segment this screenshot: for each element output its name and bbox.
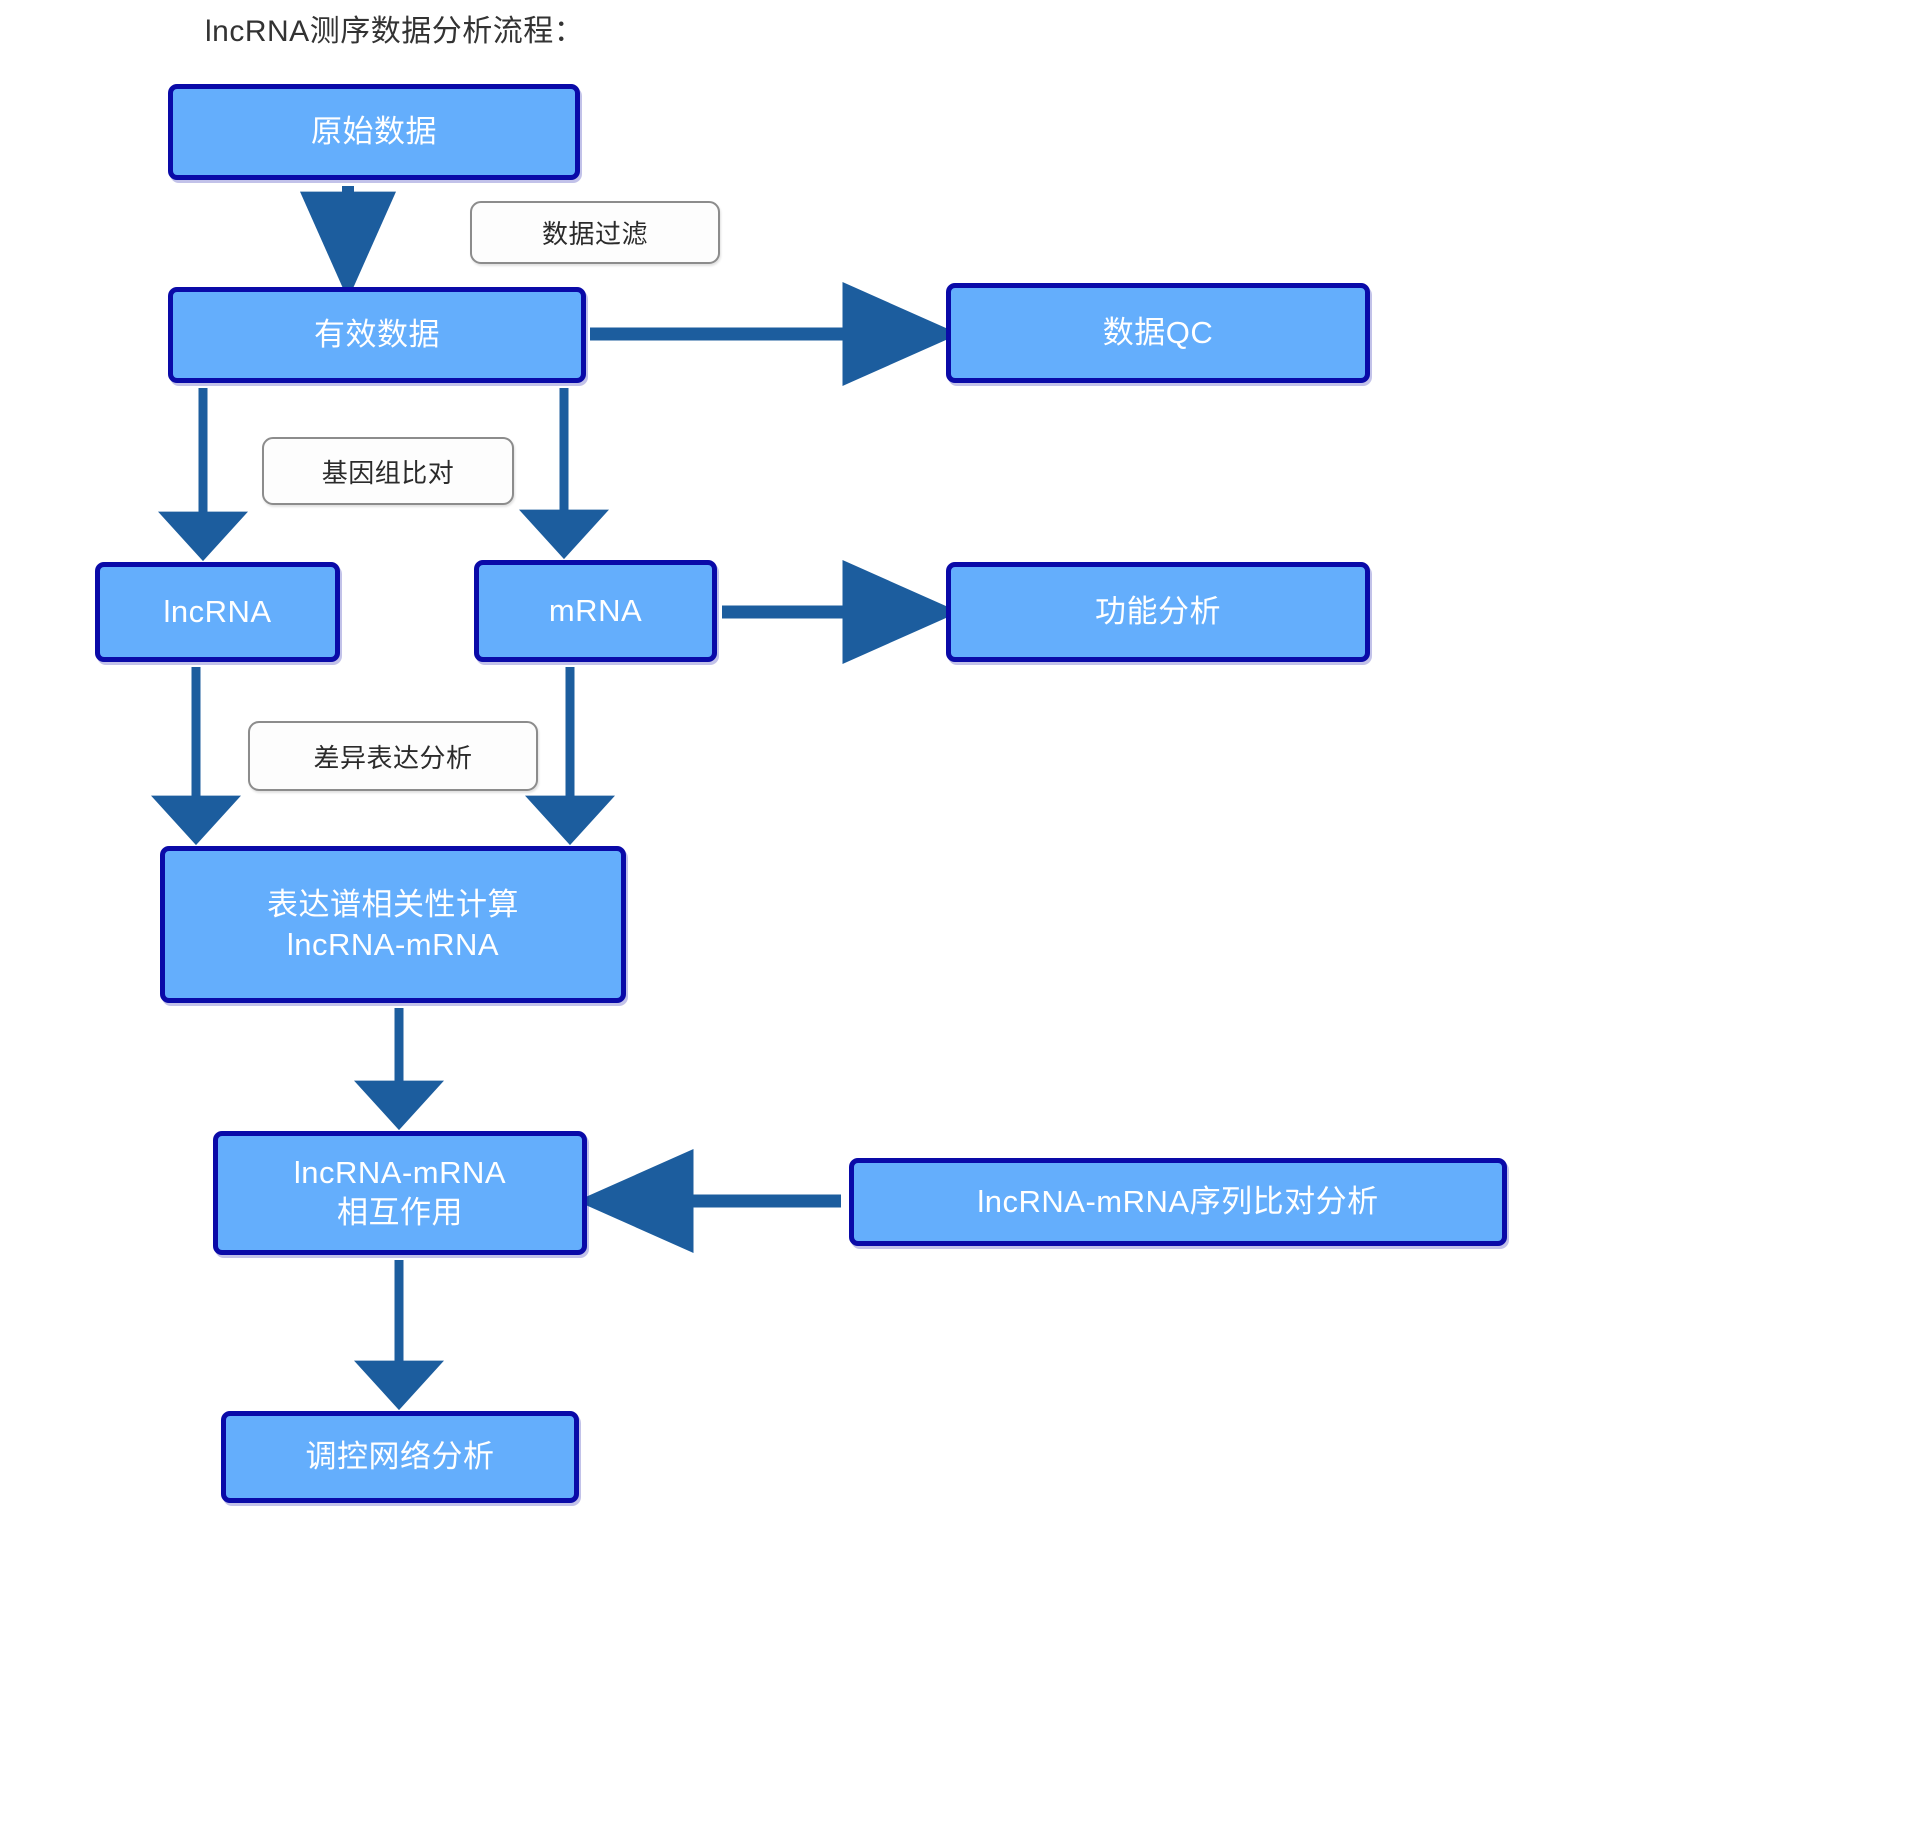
node-functional-analysis[interactable]: 功能分析 <box>946 562 1370 662</box>
edge-label-text: 数据过滤 <box>541 219 648 249</box>
node-lncrna-mrna-interaction[interactable]: lncRNA-mRNA 相互作用 <box>213 1131 587 1255</box>
node-valid-data[interactable]: 有效数据 <box>168 287 586 383</box>
node-label: lncRNA <box>163 594 272 630</box>
node-label: 调控网络分析 <box>305 1439 495 1475</box>
node-label-line2: lncRNA-mRNA <box>286 926 500 962</box>
node-raw-data[interactable]: 原始数据 <box>168 84 580 180</box>
edge-label-text: 基因组比对 <box>321 457 455 488</box>
node-lncrna[interactable]: lncRNA <box>95 562 340 662</box>
node-label: mRNA <box>548 593 643 629</box>
node-mrna[interactable]: mRNA <box>474 560 717 662</box>
node-regulatory-network-analysis[interactable]: 调控网络分析 <box>221 1411 579 1503</box>
node-label: 原始数据 <box>311 114 437 150</box>
edge-label-genome-alignment[interactable]: 基因组比对 <box>262 437 514 505</box>
node-sequence-alignment-analysis[interactable]: lncRNA-mRNA序列比对分析 <box>849 1158 1507 1246</box>
node-label: lncRNA-mRNA序列比对分析 <box>977 1184 1379 1220</box>
node-label-line1: lncRNA-mRNA <box>293 1155 507 1191</box>
node-expression-correlation[interactable]: 表达谱相关性计算 lncRNA-mRNA <box>160 846 626 1003</box>
node-label-line2: 相互作用 <box>337 1195 463 1230</box>
page-title: lncRNA测序数据分析流程： <box>205 15 585 48</box>
edge-label-data-filter[interactable]: 数据过滤 <box>470 201 720 264</box>
edge-label-text: 差异表达分析 <box>313 742 473 773</box>
node-data-qc[interactable]: 数据QC <box>946 283 1370 383</box>
node-label: 数据QC <box>1102 315 1214 351</box>
node-label: 功能分析 <box>1095 594 1221 630</box>
node-label-line1: 表达谱相关性计算 <box>267 886 519 922</box>
node-label: 有效数据 <box>314 317 440 353</box>
edge-label-differential-expression[interactable]: 差异表达分析 <box>248 721 538 791</box>
